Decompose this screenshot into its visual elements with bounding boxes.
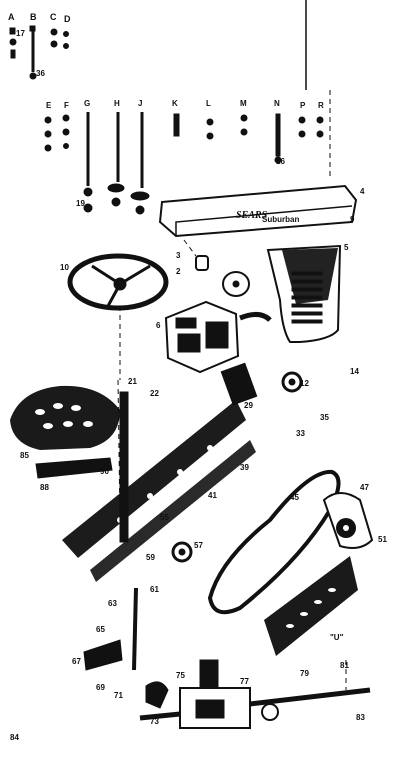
bolt-icon xyxy=(44,116,52,152)
engine: 6 xyxy=(156,255,272,374)
part-callouts: 3 2 9 12 14 21 22 29 33 35 39 41 45 47 5… xyxy=(10,29,387,742)
hood-grille: 5 xyxy=(266,243,349,343)
part-number-42: 41 xyxy=(208,491,217,500)
group-letter-g: G xyxy=(84,99,90,108)
part-number-12: 12 xyxy=(300,379,309,388)
transmission xyxy=(139,659,371,729)
part-number-6: 6 xyxy=(156,321,161,330)
part-number-14: 14 xyxy=(350,367,359,376)
part-number-86: 84 xyxy=(10,733,19,742)
group-letter-h: H xyxy=(114,99,120,108)
group-letter-r: R xyxy=(318,101,324,110)
part-number-80: 79 xyxy=(300,669,309,678)
part-number-90: 88 xyxy=(40,483,49,492)
part-number-22: 21 xyxy=(128,377,137,386)
seat: 85 xyxy=(10,385,120,479)
hardware-group-top: A B C D xyxy=(8,12,71,80)
part-number-9: 9 xyxy=(350,215,355,224)
part-number-68: 67 xyxy=(72,657,81,666)
drive-belt xyxy=(171,371,341,615)
long-bolt-icon xyxy=(130,112,150,215)
dash-panel: SEARS Suburban 4 xyxy=(158,184,365,238)
part-number-60: 59 xyxy=(146,553,155,562)
group-letter-m: M xyxy=(240,99,247,108)
part-number-72: 71 xyxy=(114,691,123,700)
brand-label: SEARS xyxy=(236,210,268,221)
part-number-76: 75 xyxy=(176,671,185,680)
group-letter-l: L xyxy=(206,99,211,108)
part-number-18: 17 xyxy=(16,29,25,38)
group-letter-p: P xyxy=(300,101,306,110)
part-number-56: 55 xyxy=(160,513,169,522)
brand-sublabel: Suburban xyxy=(262,215,299,224)
part-number-10: 10 xyxy=(60,263,69,272)
part-number-62: 61 xyxy=(150,585,159,594)
bolt-icon xyxy=(9,27,17,59)
part-number-4: 4 xyxy=(360,187,365,196)
part-number-84: 83 xyxy=(356,713,365,722)
part-number-48: 47 xyxy=(360,483,369,492)
part-number-92: 90 xyxy=(100,467,109,476)
group-letter-n: N xyxy=(274,99,280,108)
part-number-20: 19 xyxy=(76,199,85,208)
part-number-3: 3 xyxy=(176,251,181,260)
bolt-icon xyxy=(29,25,37,80)
long-bolt-icon xyxy=(107,112,125,207)
part-number-46: 45 xyxy=(290,493,299,502)
group-letter-e: E xyxy=(46,101,52,110)
group-letter-d: D xyxy=(64,14,71,24)
part-number-37: 36 xyxy=(36,69,45,78)
footer-mark: "U" xyxy=(330,633,344,642)
part-number-66: 65 xyxy=(96,625,105,634)
group-letter-c: C xyxy=(50,12,57,22)
steering-wheel: 10 xyxy=(60,253,169,380)
grille-slots xyxy=(291,271,323,324)
brake-linkage xyxy=(83,587,169,709)
assembly-leader-lines xyxy=(117,90,347,690)
part-number-70: 69 xyxy=(96,683,105,692)
part-number-34: 33 xyxy=(296,429,305,438)
part-number-36: 35 xyxy=(320,413,329,422)
part-number-78: 77 xyxy=(240,677,249,686)
hardware-group-mid: E F G H J K L M N P R xyxy=(44,99,324,215)
bolt-icon xyxy=(62,114,70,149)
part-number-17: 16 xyxy=(276,157,285,166)
nut-icon xyxy=(173,113,324,164)
tractor-frame xyxy=(62,362,258,582)
part-number-30: 29 xyxy=(244,401,253,410)
group-letter-a: A xyxy=(8,12,15,22)
group-letter-b: B xyxy=(30,12,37,22)
cover-panel: "U" xyxy=(264,556,358,656)
part-number-88: 85 xyxy=(20,451,29,460)
part-number-52: 51 xyxy=(378,535,387,544)
part-number-5: 5 xyxy=(344,243,349,252)
group-letter-j: J xyxy=(138,99,142,108)
group-letter-f: F xyxy=(64,101,69,110)
part-number-23: 22 xyxy=(150,389,159,398)
part-number-64: 63 xyxy=(108,599,117,608)
part-number-2: 2 xyxy=(176,267,181,276)
clutch-pulley xyxy=(322,492,374,549)
group-letter-k: K xyxy=(172,99,178,108)
part-number-58: 57 xyxy=(194,541,203,550)
part-number-82: 81 xyxy=(340,661,349,670)
part-number-74: 73 xyxy=(150,717,159,726)
long-bolt-icon xyxy=(83,112,93,213)
nut-icon xyxy=(50,28,69,49)
part-number-40: 39 xyxy=(240,463,249,472)
